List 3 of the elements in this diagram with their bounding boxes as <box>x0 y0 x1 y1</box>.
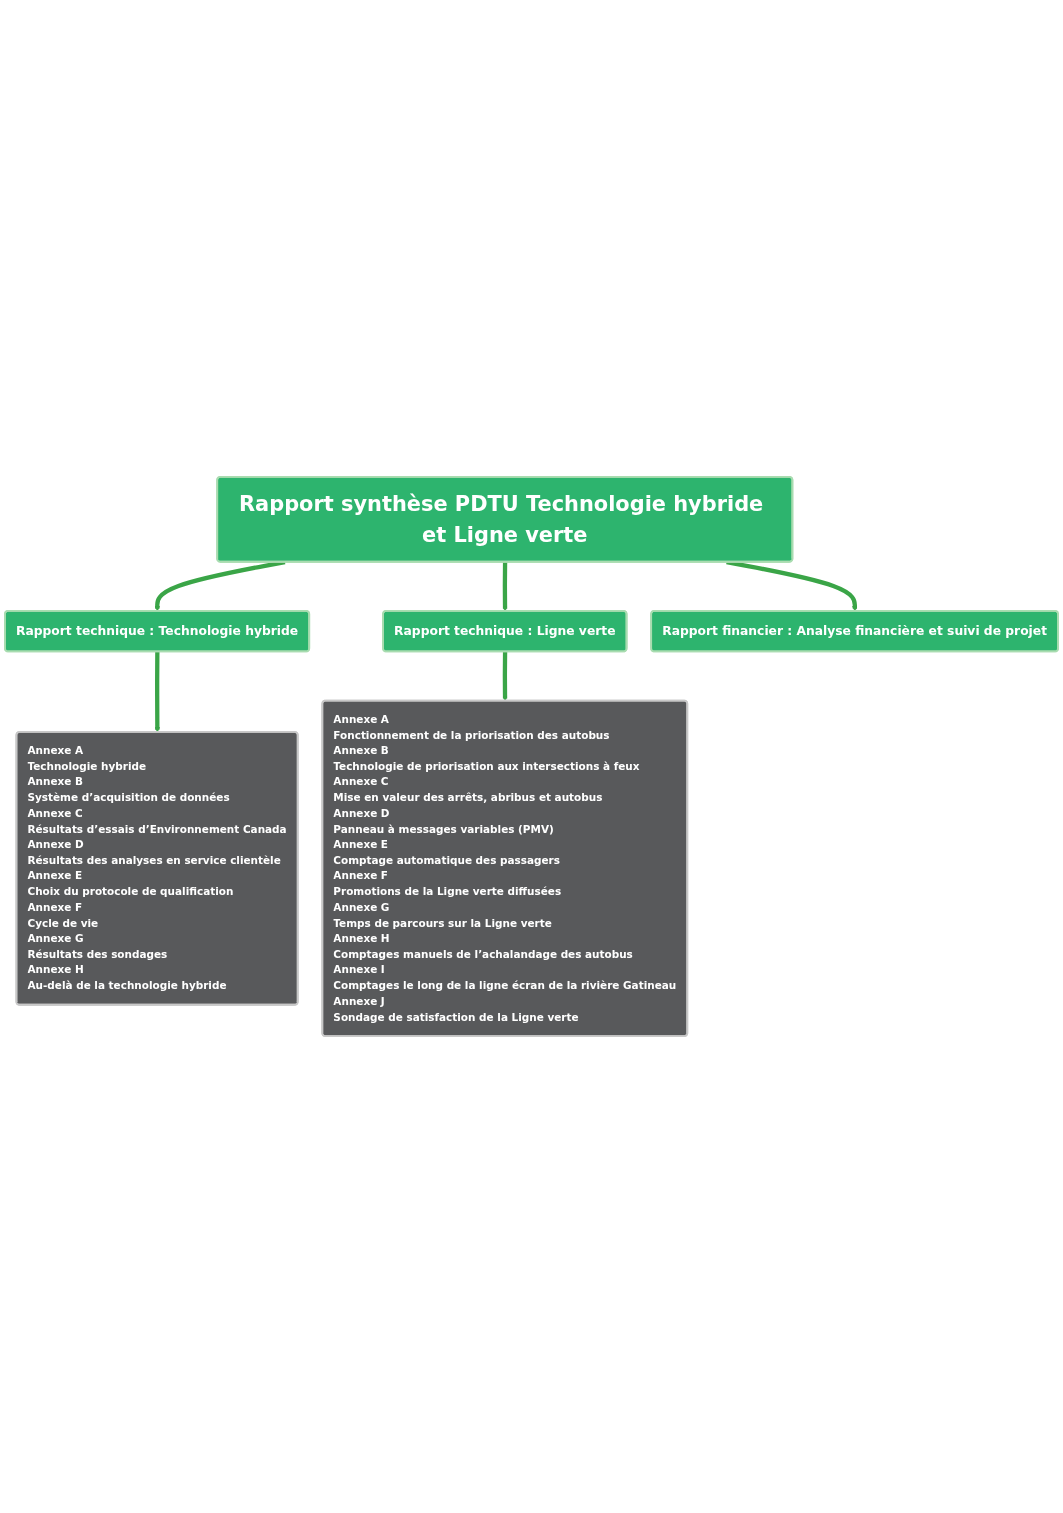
arrow <box>502 651 508 702</box>
arrow <box>502 561 508 612</box>
arrow <box>154 651 161 733</box>
